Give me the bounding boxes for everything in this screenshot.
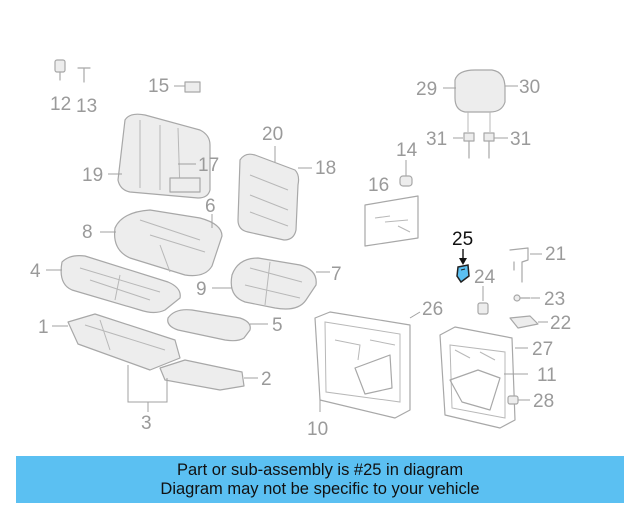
callout-16: 16: [368, 175, 389, 196]
part-2-seat-frame: [159, 359, 258, 391]
part-4-cushion-pad: [46, 255, 181, 314]
part-1-seat-frame: [52, 313, 181, 371]
part-27-seat-back-frame: [439, 326, 528, 429]
part-16-bracket-kit: [364, 195, 419, 247]
banner-line-2: Diagram may not be specific to your vehi…: [160, 480, 480, 498]
callout-3: 3: [141, 413, 152, 434]
callout-7: 7: [331, 264, 342, 285]
part-21-latch: [509, 247, 542, 283]
part-24-cap: [477, 286, 489, 315]
callout-9: 9: [196, 279, 207, 300]
part-19-seat-back: [108, 113, 211, 199]
part-22-bezel: [509, 315, 548, 329]
callout-21: 21: [545, 244, 566, 265]
banner-line-1: Part or sub-assembly is #25 in diagram: [176, 461, 464, 479]
part-31-guide-left: [453, 132, 475, 159]
part-8-cushion: [100, 209, 223, 277]
callout-10: 10: [307, 419, 328, 440]
callout-24: 24: [474, 267, 496, 288]
callout-22: 22: [550, 313, 571, 334]
callout-12: 12: [50, 94, 71, 115]
part-15-clip: [174, 81, 201, 93]
callout-17: 17: [198, 155, 219, 176]
part-12-clip: [54, 59, 66, 81]
callout-30: 30: [519, 77, 540, 98]
callout-20: 20: [262, 124, 283, 145]
part-29-30-headrest: [443, 69, 518, 132]
callout-19: 19: [82, 165, 103, 186]
callout-31-right: 31: [510, 129, 531, 150]
callout-5: 5: [272, 315, 283, 336]
callout-26: 26: [422, 299, 443, 320]
part-26-seat-back-frame: [314, 311, 421, 419]
info-banner: Part or sub-assembly is #25 in diagram D…: [16, 456, 624, 503]
callout-28: 28: [533, 391, 554, 412]
callout-29: 29: [416, 79, 437, 100]
part-3-leader: [127, 365, 168, 412]
callout-11: 11: [537, 365, 557, 386]
parts-diagram: 12 13 15 19 17 20 18 14 16 29: [30, 59, 571, 440]
part-9-7-cushion: [212, 257, 330, 310]
callout-1: 1: [38, 317, 49, 338]
callout-27: 27: [532, 339, 553, 360]
part-25-highlighted-clip: [456, 249, 470, 284]
part-28-bolt: [507, 395, 530, 405]
part-14-bolt: [399, 160, 413, 187]
callout-14: 14: [396, 140, 418, 161]
callout-8: 8: [82, 222, 93, 243]
part-20-seat-back: [237, 146, 312, 241]
callout-6: 6: [205, 196, 216, 217]
part-23-screw: [513, 294, 540, 302]
callout-15: 15: [148, 76, 169, 97]
callout-2: 2: [261, 369, 272, 390]
callout-25: 25: [452, 229, 473, 250]
callout-31-left: 31: [426, 129, 447, 150]
callout-18: 18: [315, 158, 336, 179]
callout-4: 4: [30, 261, 41, 282]
part-31-guide-right: [483, 132, 508, 159]
part-5-cushion: [167, 309, 268, 342]
callout-13: 13: [76, 96, 97, 117]
callout-23: 23: [544, 289, 565, 310]
part-13-pin: [77, 67, 91, 83]
